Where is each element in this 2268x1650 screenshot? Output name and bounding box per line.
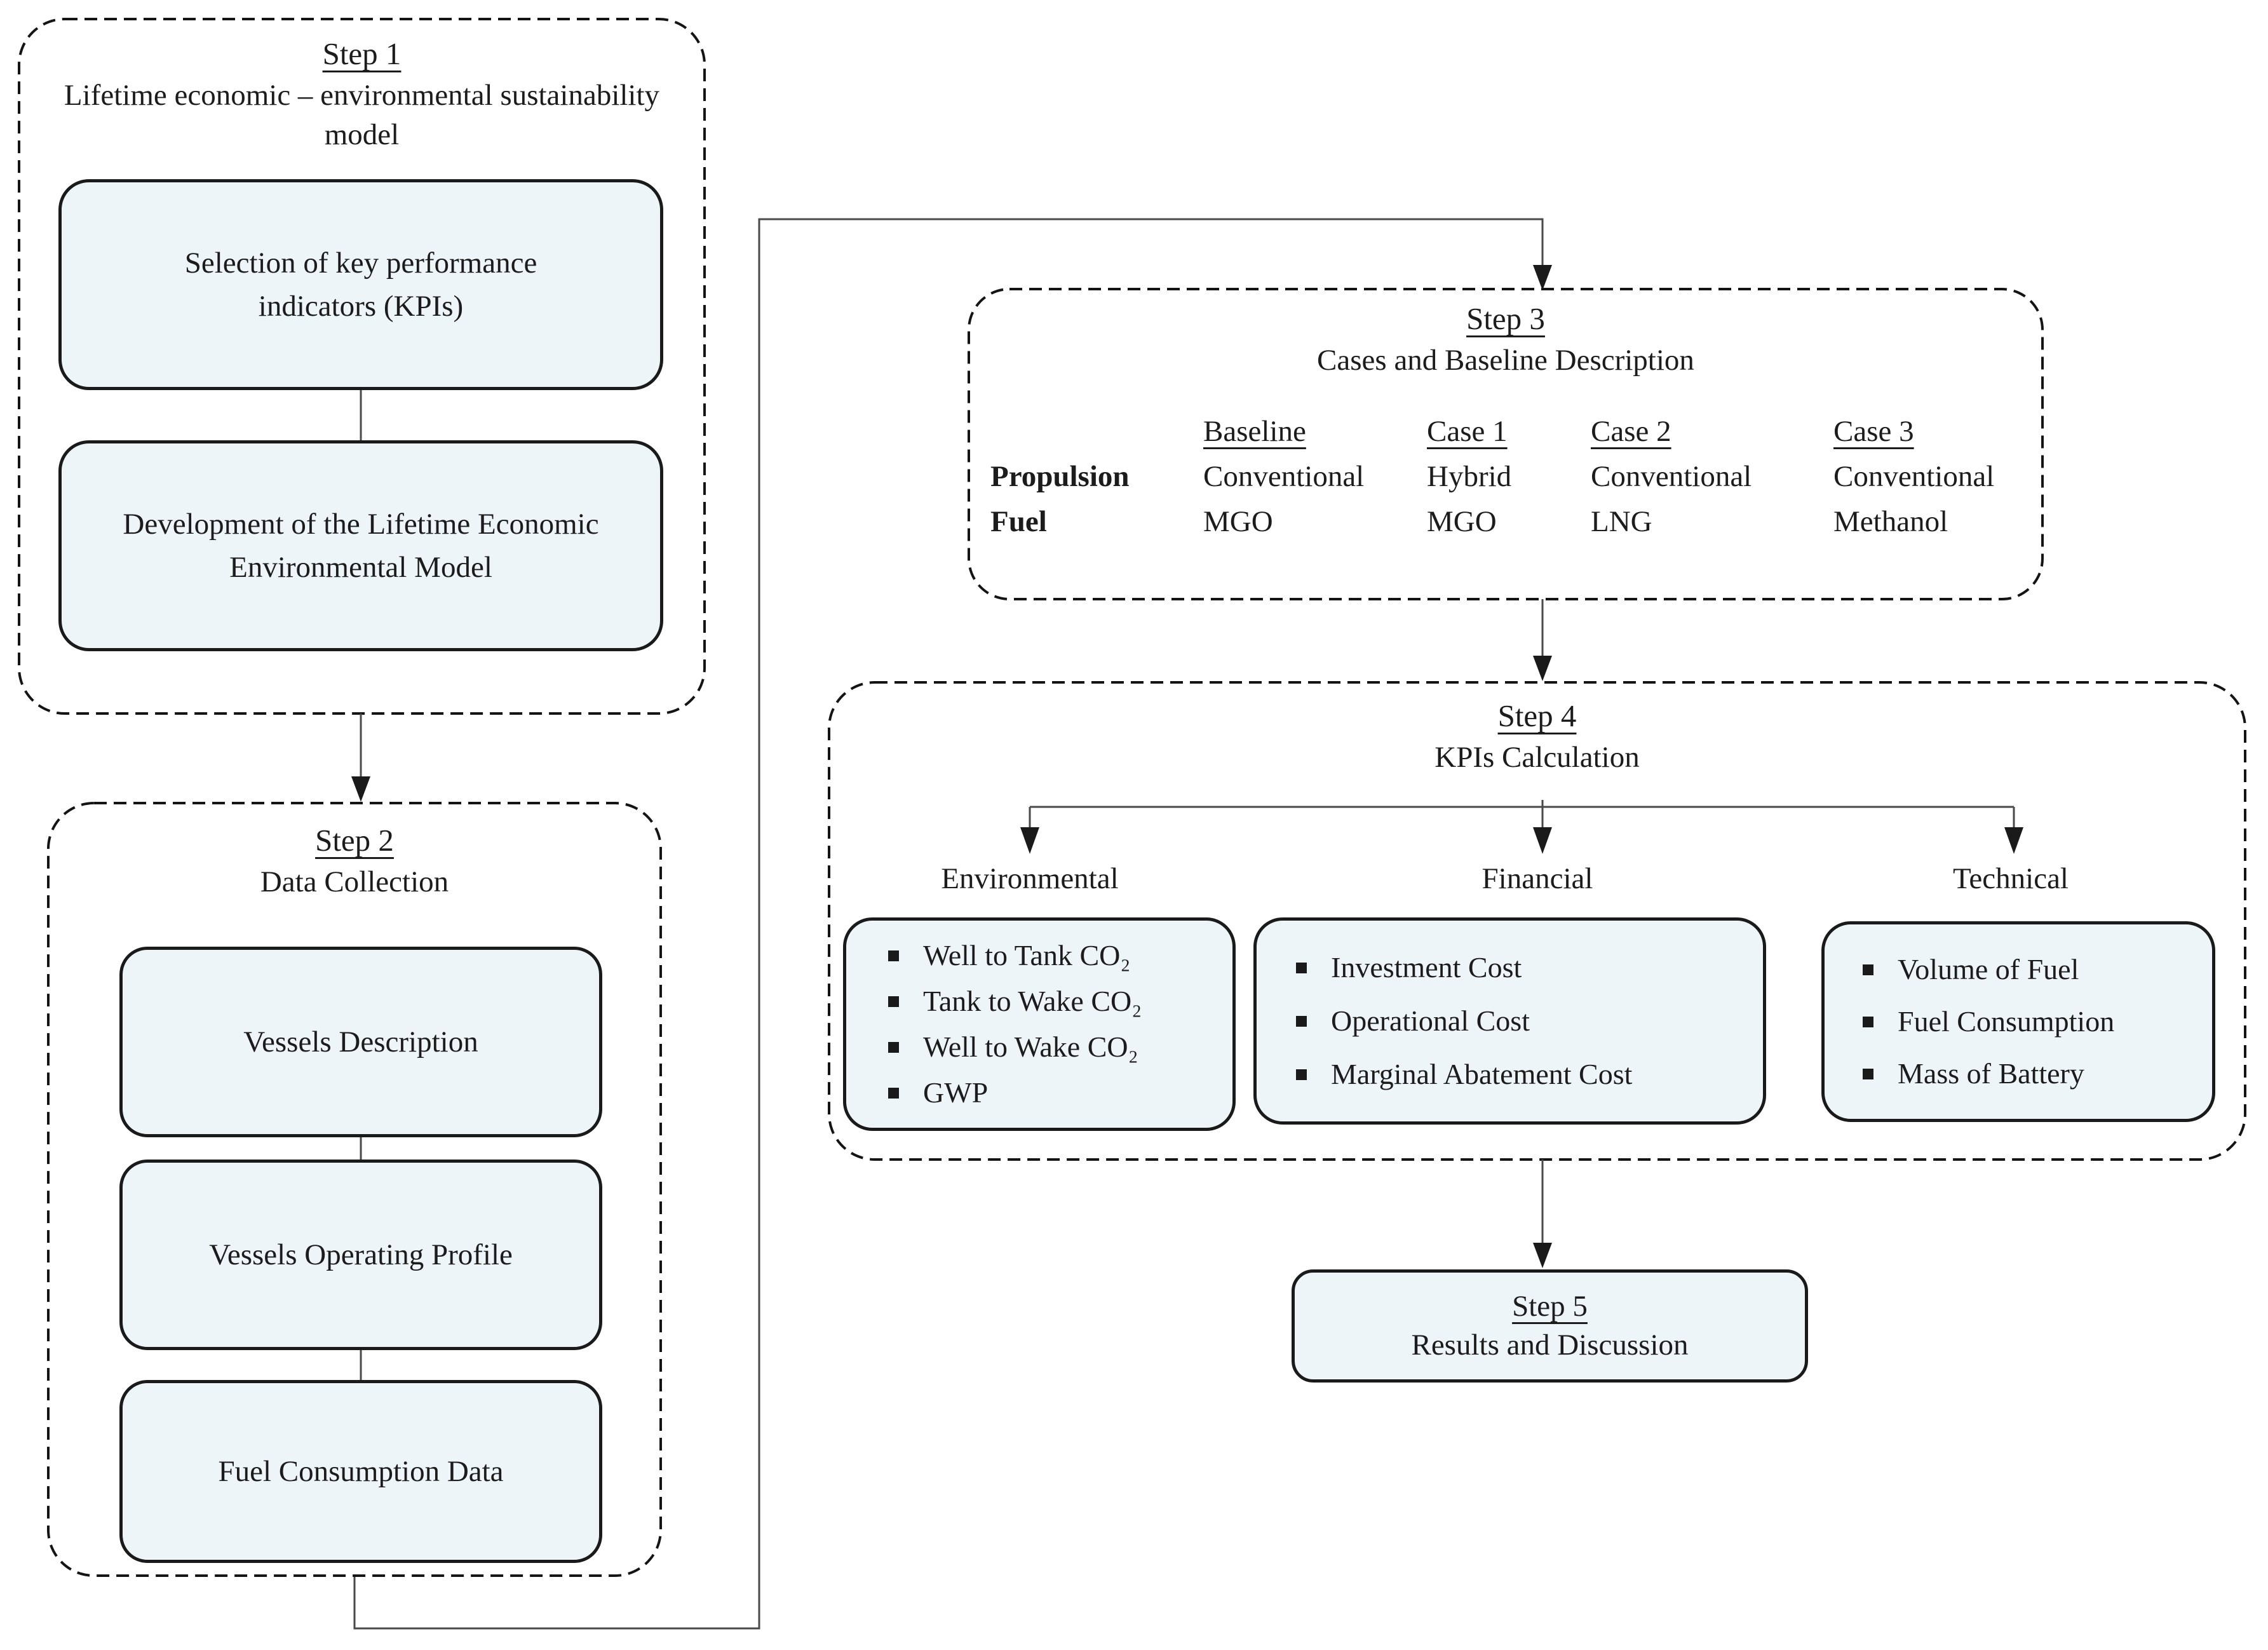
list-item: Investment Cost bbox=[1296, 948, 1632, 987]
step2-subtitle: Data Collection bbox=[260, 865, 449, 898]
col-header-case2: Case 2 bbox=[1591, 414, 1671, 448]
list-item: Operational Cost bbox=[1296, 1001, 1632, 1041]
list-item: Well to Wake CO₂ bbox=[888, 1027, 1142, 1067]
list-item: Tank to Wake CO₂ bbox=[888, 982, 1142, 1021]
col-header-case3: Case 3 bbox=[1833, 414, 1914, 448]
table-cell: MGO bbox=[1203, 504, 1273, 538]
step5-title: Step 5 bbox=[1512, 1289, 1588, 1323]
kpi-item-label: Operational Cost bbox=[1331, 1004, 1530, 1037]
square-bullet-icon bbox=[1863, 964, 1873, 975]
square-bullet-icon bbox=[888, 996, 899, 1007]
step1-title: Step 1 bbox=[322, 36, 402, 71]
kpi-item-label: GWP bbox=[923, 1076, 989, 1109]
box-fuel-consumption-data: Fuel Consumption Data bbox=[119, 1380, 602, 1563]
list-item: Volume of Fuel bbox=[1863, 950, 2114, 989]
table-cell: LNG bbox=[1591, 504, 1652, 538]
cases-table: Baseline Case 1 Case 2 Case 3 Propulsion… bbox=[990, 409, 1994, 544]
list-item: Marginal Abatement Cost bbox=[1296, 1055, 1632, 1094]
arrowhead-into-step3 bbox=[1533, 265, 1552, 290]
box-label: Selection of key performance indicators … bbox=[184, 246, 537, 323]
step1-container: Step 1 Lifetime economic – environmental… bbox=[19, 19, 705, 713]
kpi-item-label: Mass of Battery bbox=[1898, 1057, 2084, 1090]
col-header-baseline: Baseline bbox=[1203, 414, 1306, 448]
square-bullet-icon bbox=[1296, 1015, 1307, 1027]
table-cell: MGO bbox=[1427, 504, 1497, 538]
col-header-case1: Case 1 bbox=[1427, 414, 1508, 448]
step2-container: Step 2 Data Collection Vessels Descripti… bbox=[48, 803, 661, 1576]
row-label-fuel: Fuel bbox=[990, 504, 1047, 538]
box-vessels-description: Vessels Description bbox=[119, 947, 602, 1137]
square-bullet-icon bbox=[1863, 1068, 1873, 1079]
box-label: Vessels Operating Profile bbox=[209, 1238, 513, 1271]
table-cell: Methanol bbox=[1833, 504, 1948, 538]
square-bullet-icon bbox=[888, 1041, 899, 1053]
step3-dashed-frame bbox=[968, 288, 2044, 600]
kpi-item-label: Tank to Wake CO₂ bbox=[923, 985, 1142, 1017]
list-item: GWP bbox=[888, 1073, 1142, 1112]
box-label: Development of the Lifetime Economic Env… bbox=[123, 507, 599, 584]
step3-title: Step 3 bbox=[1466, 301, 1545, 336]
step4-title: Step 4 bbox=[1497, 698, 1577, 733]
table-cell: Conventional bbox=[1833, 459, 1995, 493]
kpi-item-label: Well to Wake CO₂ bbox=[923, 1031, 1138, 1063]
box-environmental-kpis: Well to Tank CO₂ Tank to Wake CO₂ Well t… bbox=[843, 917, 1236, 1131]
category-label-environmental: Environmental bbox=[941, 862, 1119, 895]
step3-container: Step 3 Cases and Baseline Description Ba… bbox=[969, 289, 2042, 599]
arrowhead-financial bbox=[1533, 827, 1552, 854]
list-item: Mass of Battery bbox=[1863, 1054, 2114, 1093]
technical-kpi-list: Volume of Fuel Fuel Consumption Mass of … bbox=[1863, 950, 2114, 1093]
environmental-kpi-list: Well to Tank CO₂ Tank to Wake CO₂ Well t… bbox=[888, 936, 1142, 1112]
financial-kpi-list: Investment Cost Operational Cost Margina… bbox=[1296, 948, 1632, 1094]
kpi-item-label: Investment Cost bbox=[1331, 951, 1522, 984]
step4-dashed-frame bbox=[828, 681, 2246, 1161]
step2-title: Step 2 bbox=[315, 823, 394, 858]
category-label-financial: Financial bbox=[1482, 862, 1593, 895]
square-bullet-icon bbox=[888, 950, 899, 961]
square-bullet-icon bbox=[1863, 1016, 1873, 1027]
box-technical-kpis: Volume of Fuel Fuel Consumption Mass of … bbox=[1821, 921, 2215, 1122]
arrowhead-into-step4 bbox=[1533, 656, 1552, 681]
step2-dashed-frame bbox=[47, 802, 662, 1577]
box-development-of-model: Development of the Lifetime Economic Env… bbox=[58, 440, 663, 651]
arrowhead-technical bbox=[2004, 827, 2023, 854]
kpi-item-label: Marginal Abatement Cost bbox=[1331, 1058, 1633, 1090]
square-bullet-icon bbox=[888, 1087, 899, 1099]
kpi-item-label: Fuel Consumption bbox=[1898, 1005, 2115, 1038]
box-label: Vessels Description bbox=[243, 1025, 478, 1058]
box-selection-of-kpis: Selection of key performance indicators … bbox=[58, 179, 663, 390]
arrowhead-step1-to-step2 bbox=[351, 776, 370, 802]
box-label: Fuel Consumption Data bbox=[218, 1454, 504, 1488]
category-label-technical: Technical bbox=[1953, 862, 2069, 895]
step5-subtitle: Results and Discussion bbox=[1411, 1329, 1689, 1362]
arrowhead-environmental bbox=[1020, 827, 1039, 854]
box-step5-results: Step 5 Results and Discussion bbox=[1292, 1269, 1808, 1383]
box-financial-kpis: Investment Cost Operational Cost Margina… bbox=[1253, 917, 1766, 1125]
table-cell: Conventional bbox=[1591, 459, 1752, 493]
list-item: Fuel Consumption bbox=[1863, 1002, 2114, 1041]
table-cell: Conventional bbox=[1203, 459, 1365, 493]
step1-subtitle: Lifetime economic – environmental sustai… bbox=[64, 79, 660, 152]
box-vessels-operating-profile: Vessels Operating Profile bbox=[119, 1160, 602, 1350]
square-bullet-icon bbox=[1296, 962, 1307, 973]
list-item: Well to Tank CO₂ bbox=[888, 936, 1142, 975]
connector-step2-to-step3 bbox=[353, 218, 1544, 1630]
step4-subtitle: KPIs Calculation bbox=[1434, 741, 1640, 774]
step3-subtitle: Cases and Baseline Description bbox=[1317, 344, 1694, 377]
kpi-item-label: Well to Tank CO₂ bbox=[923, 939, 1131, 971]
step4-container: Step 4 KPIs Calculation Environmental Fi… bbox=[829, 682, 2245, 1160]
kpi-item-label: Volume of Fuel bbox=[1898, 953, 2079, 985]
table-cell: Hybrid bbox=[1427, 459, 1512, 493]
square-bullet-icon bbox=[1296, 1069, 1307, 1080]
row-label-propulsion: Propulsion bbox=[990, 459, 1130, 493]
arrowhead-into-step5 bbox=[1533, 1243, 1552, 1268]
